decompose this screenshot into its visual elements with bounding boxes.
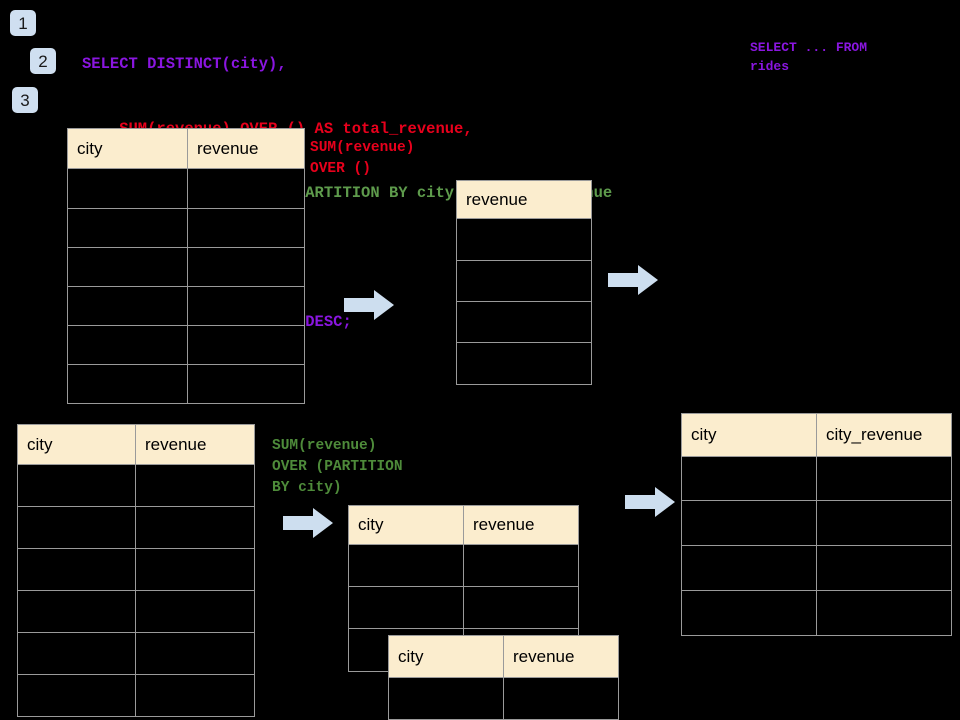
column-header-revenue: revenue <box>456 180 592 219</box>
partition-group-front: city revenue <box>388 635 619 720</box>
cell-city-revenue <box>816 545 952 591</box>
column-header-city: city <box>348 505 464 545</box>
table-row <box>67 286 305 326</box>
column-header-city: city <box>67 128 188 169</box>
table-row <box>17 674 255 717</box>
cell-revenue <box>456 260 592 302</box>
cell-city <box>17 548 136 591</box>
cell-city <box>67 325 188 365</box>
table-row <box>17 464 255 507</box>
cell-revenue <box>135 632 255 675</box>
cell-city <box>348 586 464 629</box>
table-row <box>681 545 952 591</box>
step-badge-2: 2 <box>30 48 56 74</box>
cell-city-revenue <box>816 456 952 501</box>
table-row <box>388 677 619 720</box>
cell-city <box>17 674 136 717</box>
cell-city <box>17 464 136 507</box>
table-row <box>67 364 305 404</box>
table-header-row: city revenue <box>348 505 579 545</box>
cell-revenue <box>503 677 619 720</box>
cell-revenue <box>135 464 255 507</box>
table-row <box>456 218 592 261</box>
cell-city-revenue <box>816 590 952 636</box>
cell-city <box>67 364 188 404</box>
cell-city <box>67 208 188 248</box>
cell-revenue <box>135 506 255 549</box>
arrow-source-to-partition <box>283 508 333 538</box>
partition-group-back: city revenue <box>348 505 579 672</box>
cell-revenue <box>135 548 255 591</box>
table-row <box>67 325 305 365</box>
cell-city-revenue <box>816 500 952 546</box>
cell-city <box>67 286 188 326</box>
cell-city <box>388 677 504 720</box>
cell-city <box>67 168 188 209</box>
table-row <box>681 456 952 501</box>
cell-revenue <box>187 325 305 365</box>
annotation-sum-over-empty: SUM(revenue) OVER () <box>310 140 415 177</box>
table-row <box>348 586 579 629</box>
cell-city <box>17 590 136 633</box>
cell-city <box>681 590 817 636</box>
table-header-row: city city_revenue <box>681 413 952 457</box>
arrow-total-to-result <box>608 265 658 295</box>
cell-revenue <box>135 590 255 633</box>
sql-line-1: SELECT DISTINCT(city), <box>82 55 287 73</box>
column-header-revenue: revenue <box>135 424 255 465</box>
table-row <box>456 301 592 343</box>
column-header-revenue: revenue <box>187 128 305 169</box>
step-badge-1: 1 <box>10 10 36 36</box>
cell-city <box>681 500 817 546</box>
cell-revenue <box>456 218 592 261</box>
table-row <box>348 544 579 587</box>
cell-city <box>67 247 188 287</box>
cell-revenue <box>456 301 592 343</box>
rides-source-table: city revenue <box>67 128 305 404</box>
cell-revenue <box>187 208 305 248</box>
table-row <box>67 208 305 248</box>
annotation-sum-over-partition: SUM(revenue) OVER (PARTITION BY city) <box>272 438 403 496</box>
rides-source-table-partition: city revenue <box>17 424 255 717</box>
cell-revenue <box>187 286 305 326</box>
column-header-revenue: revenue <box>463 505 579 545</box>
arrow-source-to-total <box>344 290 394 320</box>
cell-revenue <box>463 544 579 587</box>
table-header-row: city revenue <box>17 424 255 465</box>
cell-city <box>17 506 136 549</box>
column-header-revenue: revenue <box>503 635 619 678</box>
column-header-city: city <box>388 635 504 678</box>
cell-city <box>681 456 817 501</box>
column-header-city: city <box>681 413 817 457</box>
cell-city <box>681 545 817 591</box>
step-badge-3: 3 <box>12 87 38 113</box>
table-row <box>17 506 255 549</box>
cell-city <box>17 632 136 675</box>
table-row <box>456 260 592 302</box>
annotation-select-from-rides: SELECT ... FROM rides <box>750 40 868 74</box>
table-row <box>17 590 255 633</box>
cell-revenue <box>463 586 579 629</box>
column-header-city: city <box>17 424 136 465</box>
table-row <box>17 548 255 591</box>
table-row <box>681 500 952 546</box>
table-row <box>67 247 305 287</box>
total-revenue-table: revenue <box>456 180 592 385</box>
column-header-city-revenue: city_revenue <box>816 413 952 457</box>
cell-revenue <box>187 168 305 209</box>
table-row <box>681 590 952 636</box>
table-row <box>17 632 255 675</box>
cell-revenue <box>456 342 592 385</box>
table-header-row: revenue <box>456 180 592 219</box>
cell-city <box>348 544 464 587</box>
arrow-partition-to-result <box>625 487 675 517</box>
cell-revenue <box>187 364 305 404</box>
table-row <box>67 168 305 209</box>
cell-revenue <box>187 247 305 287</box>
table-header-row: city revenue <box>388 635 619 678</box>
city-revenue-result-table: city city_revenue <box>681 413 952 636</box>
table-row <box>456 342 592 385</box>
table-header-row: city revenue <box>67 128 305 169</box>
cell-revenue <box>135 674 255 717</box>
